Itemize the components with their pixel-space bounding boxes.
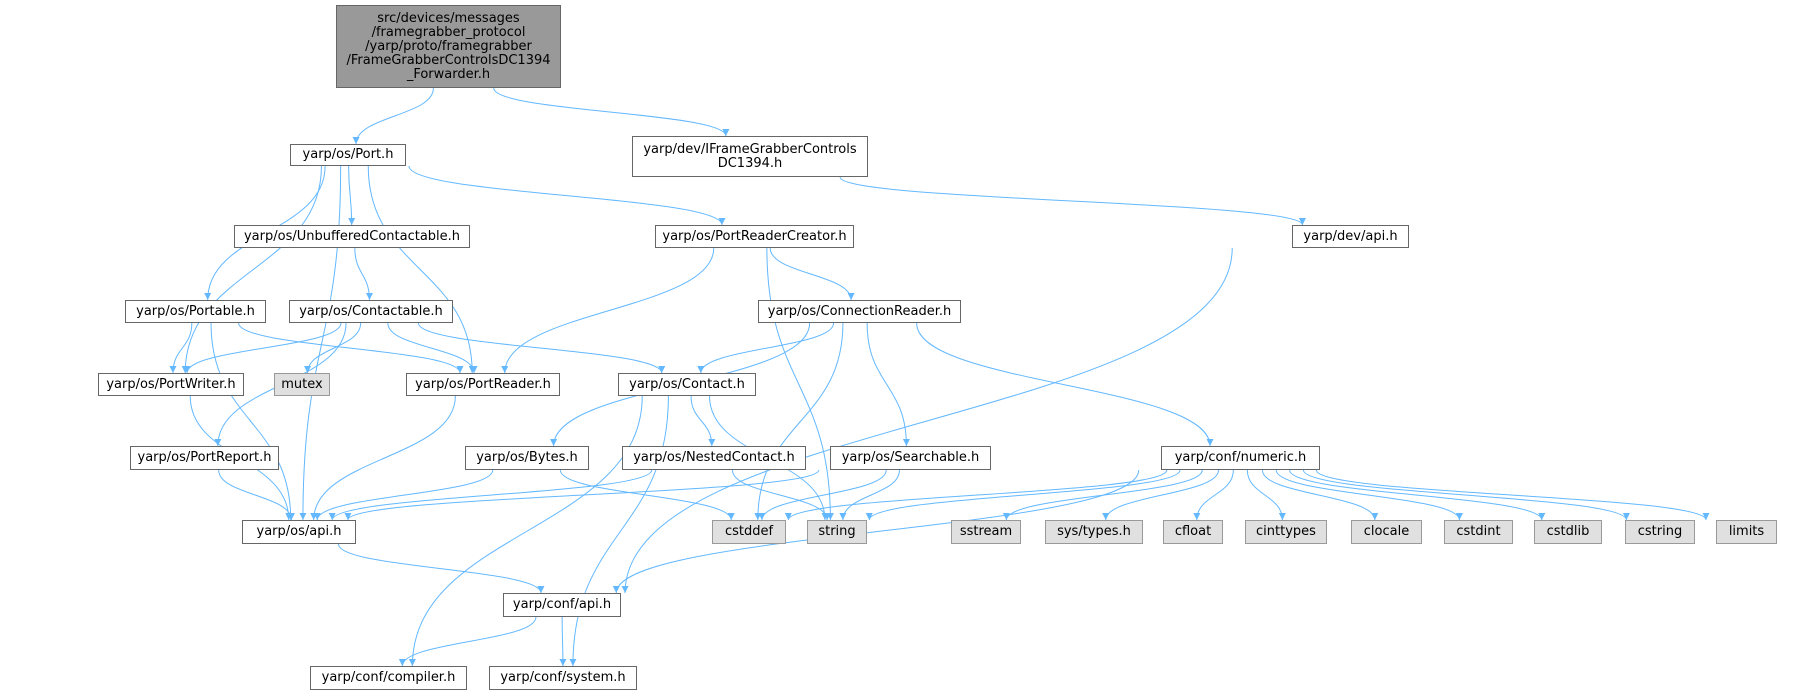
edge-port-to-portwriter	[181, 165, 322, 374]
edge-numeric-to-limits	[1315, 469, 1710, 521]
node-numeric[interactable]: yarp/conf/numeric.h	[1161, 446, 1320, 470]
edge-readercreator-to-portreader	[501, 247, 715, 374]
edge-contact-to-nested	[690, 395, 716, 447]
edge-nested-to-osapi	[328, 469, 653, 521]
edge-port-to-readercreator	[408, 165, 726, 226]
node-readercreator[interactable]: yarp/os/PortReaderCreator.h	[655, 225, 854, 248]
edge-numeric-to-clocale	[1261, 469, 1379, 521]
edge-contactable-to-portwriter	[183, 322, 342, 374]
node-system[interactable]: yarp/conf/system.h	[489, 666, 637, 690]
node-devapi[interactable]: yarp/dev/api.h	[1292, 225, 1409, 248]
edge-numeric-to-cinttypes	[1246, 469, 1286, 521]
edge-nested-to-string	[731, 469, 831, 521]
node-contact[interactable]: yarp/os/Contact.h	[618, 373, 756, 396]
edge-connreader-to-contact	[697, 322, 835, 374]
edge-port-to-portreader	[367, 165, 476, 374]
node-cstddef: cstddef	[712, 520, 786, 544]
edge-osapi-to-confapi	[337, 543, 545, 594]
node-contactable[interactable]: yarp/os/Contactable.h	[289, 300, 453, 323]
edge-root-to-port	[352, 87, 434, 145]
edge-portable-to-portwriter	[169, 322, 193, 374]
edge-contact-to-compiler	[408, 395, 643, 667]
node-portable[interactable]: yarp/os/Portable.h	[125, 300, 266, 323]
node-portreport[interactable]: yarp/os/PortReport.h	[130, 446, 279, 470]
node-compiler[interactable]: yarp/conf/compiler.h	[310, 666, 467, 690]
edge-contactable-to-mutex	[304, 322, 362, 374]
edge-connreader-to-searchable	[866, 322, 910, 447]
node-connreader[interactable]: yarp/os/ConnectionReader.h	[758, 300, 961, 323]
node-port[interactable]: yarp/os/Port.h	[290, 144, 406, 166]
edge-numeric-to-cstddef	[784, 469, 1168, 521]
node-cstdlib: cstdlib	[1534, 520, 1602, 544]
node-nested[interactable]: yarp/os/NestedContact.h	[622, 446, 806, 470]
edge-bytes-to-cstddef	[559, 469, 735, 521]
edge-contact-to-system	[569, 395, 669, 667]
node-portreader[interactable]: yarp/os/PortReader.h	[406, 373, 560, 396]
edge-readercreator-to-connreader	[769, 247, 855, 301]
edge-portreader-to-osapi	[310, 395, 456, 521]
node-mutex: mutex	[274, 373, 330, 396]
node-portwriter[interactable]: yarp/os/PortWriter.h	[98, 373, 244, 396]
edge-connreader-to-numeric	[916, 322, 1214, 447]
edge-contactable-to-portreader	[387, 322, 478, 374]
node-cstdint: cstdint	[1444, 520, 1513, 544]
node-bytes[interactable]: yarp/os/Bytes.h	[465, 446, 589, 470]
node-searchable[interactable]: yarp/os/Searchable.h	[830, 446, 991, 470]
node-cfloat: cfloat	[1163, 520, 1223, 544]
edge-port-to-unbuffered	[348, 165, 356, 226]
edge-numeric-to-systypes	[1102, 469, 1220, 521]
edge-numeric-to-cstdlib	[1289, 469, 1546, 521]
edge-numeric-to-cstdint	[1275, 469, 1463, 521]
node-clocale: clocale	[1351, 520, 1422, 544]
edge-bytes-to-osapi	[313, 469, 494, 521]
node-sstream: sstream	[951, 520, 1021, 544]
edge-numeric-to-sstream	[1002, 469, 1203, 521]
node-osapi[interactable]: yarp/os/api.h	[242, 520, 356, 544]
edge-connreader-to-cstddef	[754, 322, 844, 521]
edge-devapi-to-confapi	[621, 247, 1233, 594]
node-unbuffered[interactable]: yarp/os/UnbufferedContactable.h	[234, 225, 470, 248]
edge-searchable-to-osapi	[344, 469, 820, 521]
node-string: string	[807, 520, 867, 544]
edge-root-to-iframe	[493, 87, 730, 137]
edge-portable-to-osapi	[210, 322, 295, 521]
edge-numeric-to-cstring	[1302, 469, 1630, 521]
edge-contactable-to-contact	[417, 322, 666, 374]
edge-searchable-to-cstddef	[758, 469, 887, 521]
node-iframe[interactable]: yarp/dev/IFrameGrabberControls DC1394.h	[632, 136, 868, 177]
edge-portreport-to-osapi	[218, 469, 295, 521]
edge-numeric-to-cfloat	[1193, 469, 1234, 521]
edge-readercreator-to-string	[766, 247, 834, 521]
edge-confapi-to-system	[559, 616, 567, 667]
node-systypes: sys/types.h	[1045, 520, 1143, 544]
node-limits: limits	[1716, 520, 1777, 544]
node-root: src/devices/messages /framegrabber_proto…	[336, 5, 561, 88]
edge-numeric-to-string	[865, 469, 1181, 521]
node-cinttypes: cinttypes	[1245, 520, 1327, 544]
edge-iframe-to-devapi	[839, 176, 1306, 226]
edge-numeric-to-confapi	[612, 469, 1140, 594]
node-cstring: cstring	[1625, 520, 1695, 544]
edge-confapi-to-compiler	[398, 616, 537, 667]
edge-searchable-to-string	[839, 469, 900, 521]
edge-unbuffered-to-contactable	[354, 247, 373, 301]
edge-portable-to-portreader	[238, 322, 464, 374]
node-confapi[interactable]: yarp/conf/api.h	[503, 593, 621, 617]
